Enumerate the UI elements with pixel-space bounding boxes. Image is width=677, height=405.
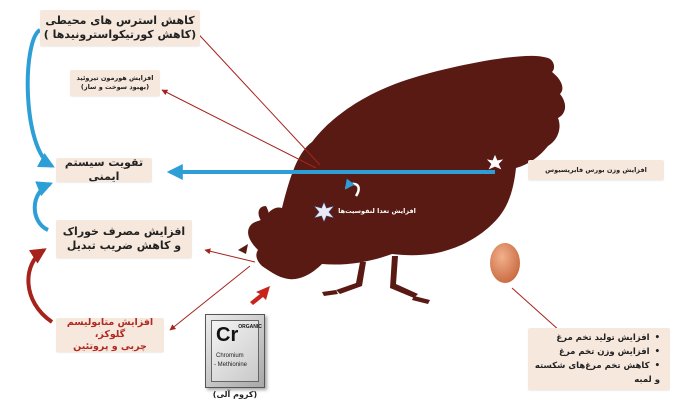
- feed-box: افزایش مصرف خوراک و کاهش ضریب تبدیل: [56, 220, 192, 258]
- lymph-label: افزایش تعدا لنفوسیت‌ها: [336, 207, 418, 215]
- chromium-superscript: ORGANIC: [238, 324, 262, 330]
- stress-to-immune-arrow: [28, 30, 52, 166]
- chromium-compound: - Methionine: [214, 362, 247, 368]
- outcome-item: افزایش وزن تخم مرغ: [528, 345, 660, 359]
- feed-to-immune-arrow: [35, 184, 50, 230]
- thyroid-line1: افزایش هورمون تیروئید: [70, 74, 160, 83]
- chromium-name: Chromium: [216, 353, 244, 359]
- metabolism-line2: چربی و پروتئین: [56, 341, 164, 353]
- outcome-item: افزایش تولید تخم مرغ: [528, 331, 660, 345]
- metabolism-line1: افزایش متابولیسم گلوکز،: [56, 317, 164, 341]
- thyroid-line2: (بهبود سوخت و ساز): [70, 83, 160, 92]
- red-thick-arrows: [28, 250, 52, 322]
- chromium-intake-arrow: [250, 286, 270, 305]
- metabolism-box: افزایش متابولیسم گلوکز، چربی و پروتئین: [56, 318, 164, 352]
- outcome-item: کاهش تخم مرغ‌های شکسته و لمبه: [528, 359, 660, 387]
- feed-line2: و کاهش ضریب تبدیل: [56, 239, 192, 253]
- immune-label: تقویت سیستم ایمنی: [56, 156, 152, 184]
- bursa-label: افزایش وزن بورس فابریسیوس: [528, 166, 664, 175]
- chromium-tile-inner: CrORGANIC Chromium - Methionine: [211, 320, 259, 382]
- feed-line1: افزایش مصرف خوراک: [56, 225, 192, 239]
- metabolism-to-feed-arrow: [28, 250, 52, 322]
- stress-reduction-line2: (کاهش کورتیکواسترونیدها ): [40, 28, 200, 42]
- chromium-tile: CrORGANIC Chromium - Methionine: [205, 314, 265, 388]
- stress-reduction-box: کاهش استرس های محیطی (کاهش کورتیکواسترون…: [40, 10, 200, 46]
- outcomes-list: افزایش تولید تخم مرغ افزایش وزن تخم مرغ …: [528, 331, 660, 387]
- outcomes-box: افزایش تولید تخم مرغ افزایش وزن تخم مرغ …: [528, 328, 670, 390]
- egg-image: [490, 243, 520, 283]
- bursa-box: افزایش وزن بورس فابریسیوس: [528, 160, 664, 180]
- beak-to-feed-arrow: [205, 250, 255, 262]
- hen-to-stress-arrow: [190, 25, 320, 165]
- chromium-symbol: Cr: [216, 324, 238, 346]
- immune-box: تقویت سیستم ایمنی: [56, 158, 152, 182]
- chromium-caption: (کروم آلی): [205, 390, 265, 399]
- stress-reduction-line1: کاهش استرس های محیطی: [40, 14, 200, 28]
- hen-to-thyroid-arrow: [162, 90, 316, 168]
- thyroid-box: افزایش هورمون تیروئید (بهبود سوخت و ساز): [70, 70, 160, 96]
